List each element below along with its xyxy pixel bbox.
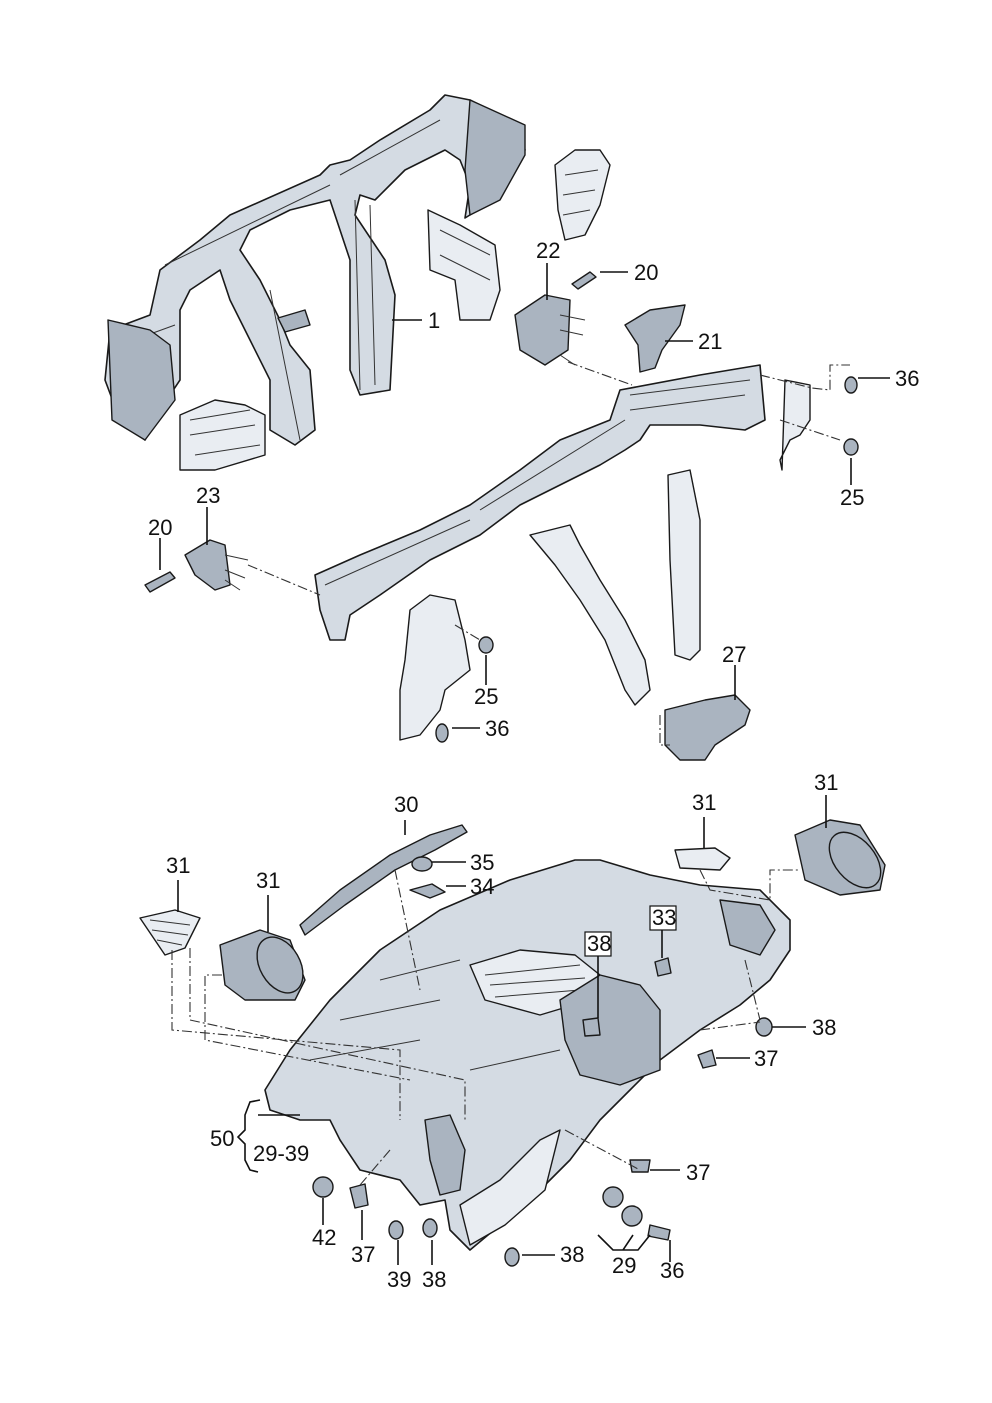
callout-27: 27 — [722, 642, 746, 667]
callout-1: 1 — [428, 308, 440, 333]
callout-33: 33 — [652, 905, 676, 930]
callout-31d: 31 — [814, 770, 838, 795]
callout-34: 34 — [470, 874, 494, 899]
lower-leader-lines — [177, 795, 827, 1265]
callout-38d: 38 — [560, 1242, 584, 1267]
callout-50: 50 — [210, 1126, 234, 1151]
vertical-strut — [667, 469, 701, 661]
callout-37c: 37 — [351, 1242, 375, 1267]
callout-38a: 38 — [587, 931, 611, 956]
callout-31b: 31 — [256, 868, 280, 893]
lower-bracket-center — [399, 594, 471, 741]
upper-alignment-lines — [247, 361, 850, 746]
bracket-part-21 — [624, 304, 686, 373]
support-frame-part-1 — [104, 94, 526, 446]
mid-bracket — [427, 209, 501, 321]
lower-bracket-left — [179, 399, 266, 471]
cross-beam — [314, 364, 766, 641]
upper-callouts: 1 20 21 22 36 25 23 20 25 36 27 — [148, 238, 919, 741]
callout-36b: 36 — [485, 716, 509, 741]
callout-29: 29 — [612, 1253, 636, 1278]
callout-36a: 36 — [895, 366, 919, 391]
fasteners-lower — [312, 957, 773, 1267]
callout-29-39: 29-39 — [253, 1141, 309, 1166]
callout-23: 23 — [196, 483, 220, 508]
dashboard-body — [264, 859, 791, 1251]
lower-alignment-lines — [171, 869, 800, 1186]
clips-34-35 — [409, 856, 446, 899]
callout-42: 42 — [312, 1225, 336, 1250]
upper-leader-lines — [159, 263, 890, 729]
heat-shield — [554, 149, 611, 241]
bracket-part-27 — [664, 694, 751, 761]
callout-30: 30 — [394, 792, 418, 817]
callout-31a: 31 — [166, 853, 190, 878]
callout-39: 39 — [387, 1267, 411, 1292]
mount-part-23 — [184, 539, 249, 591]
callout-22: 22 — [536, 238, 560, 263]
vent-grilles-part-31 — [139, 819, 886, 1001]
defroster-strip-part-30 — [299, 824, 468, 936]
callout-25b: 25 — [474, 684, 498, 709]
callout-37b: 37 — [686, 1160, 710, 1185]
callout-37a: 37 — [754, 1046, 778, 1071]
callout-35: 35 — [470, 850, 494, 875]
callout-box-38a — [584, 931, 612, 957]
callout-box-33 — [649, 905, 677, 931]
callout-38c: 38 — [422, 1267, 446, 1292]
callout-38b: 38 — [812, 1015, 836, 1040]
callout-25a: 25 — [840, 485, 864, 510]
lower-callouts: 30 35 34 31 31 31 31 33 38 38 37 50 29-3… — [166, 770, 838, 1292]
fasteners-upper — [144, 271, 859, 743]
callout-20a: 20 — [634, 260, 658, 285]
callout-36c: 36 — [660, 1258, 684, 1283]
diagonal-strut — [529, 524, 651, 706]
callout-31c: 31 — [692, 790, 716, 815]
side-bracket-right — [779, 379, 811, 471]
callout-21: 21 — [698, 329, 722, 354]
callout-20b: 20 — [148, 515, 172, 540]
mount-part-22 — [514, 294, 586, 366]
